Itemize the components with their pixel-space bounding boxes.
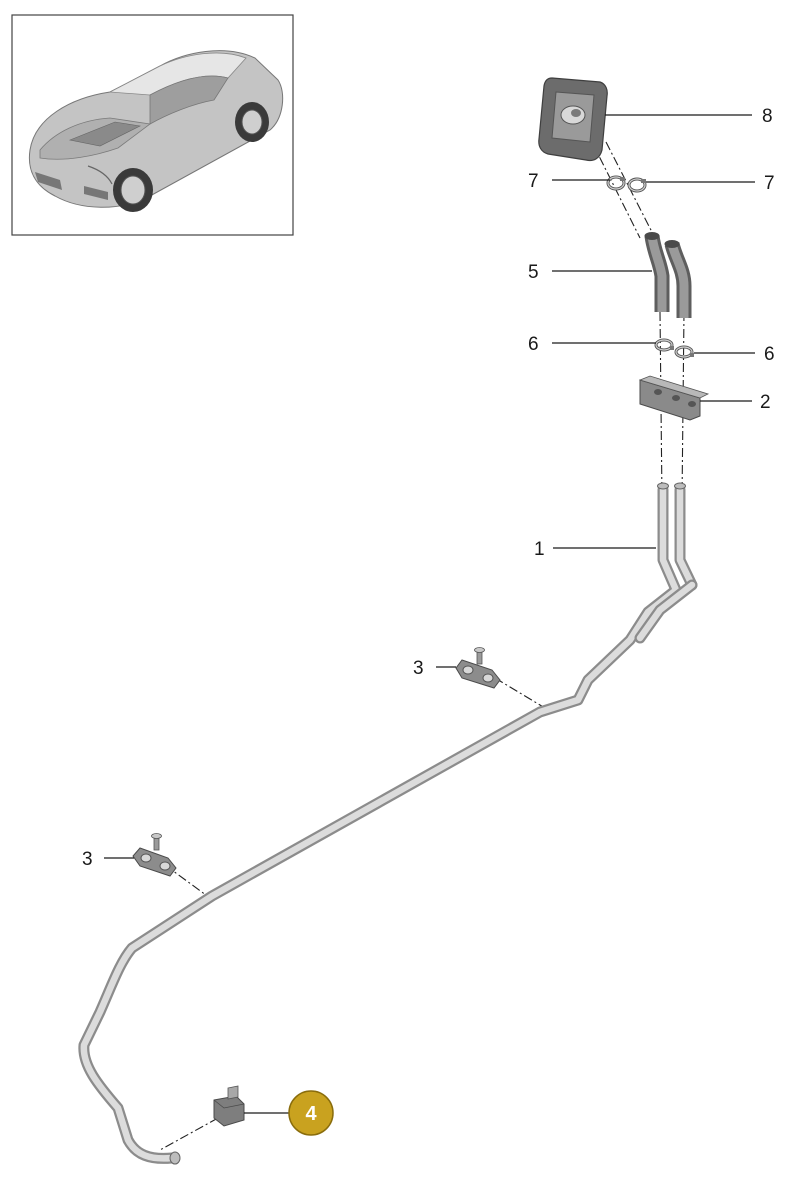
holder-part-4 <box>213 1085 245 1127</box>
rubber-hoses-part-5 <box>644 232 692 318</box>
hose-clamps-part-7 <box>606 175 647 193</box>
callout-3-upper: 3 <box>413 658 424 679</box>
car-thumbnail <box>28 50 284 212</box>
callout-1: 1 <box>534 539 545 560</box>
leader-lines <box>104 114 755 1114</box>
assembly-lines <box>159 141 685 1151</box>
clip-part-3-upper <box>455 647 501 689</box>
callout-7-right: 7 <box>764 173 775 194</box>
pipe-line-assembly <box>78 482 698 1165</box>
callout-4-badge[interactable]: 4 <box>288 1090 334 1136</box>
car-thumbnail-panel <box>11 14 294 236</box>
bracket-part-2 <box>638 375 710 421</box>
grommet-part-8 <box>538 77 608 162</box>
highlight-badge[interactable] <box>288 1090 334 1136</box>
callout-3-lower: 3 <box>82 849 93 870</box>
callout-labels: 8 7 7 5 6 6 2 1 3 3 4 <box>82 106 775 1136</box>
callout-2: 2 <box>760 392 771 413</box>
callout-8: 8 <box>762 106 773 127</box>
callout-5: 5 <box>528 262 539 283</box>
callout-7-left: 7 <box>528 171 539 192</box>
callout-4[interactable]: 4 <box>305 1103 317 1125</box>
hose-clamps-part-6 <box>654 338 694 359</box>
callout-6-right: 6 <box>764 344 775 365</box>
callout-6-left: 6 <box>528 334 539 355</box>
clip-part-3-lower <box>132 833 177 877</box>
